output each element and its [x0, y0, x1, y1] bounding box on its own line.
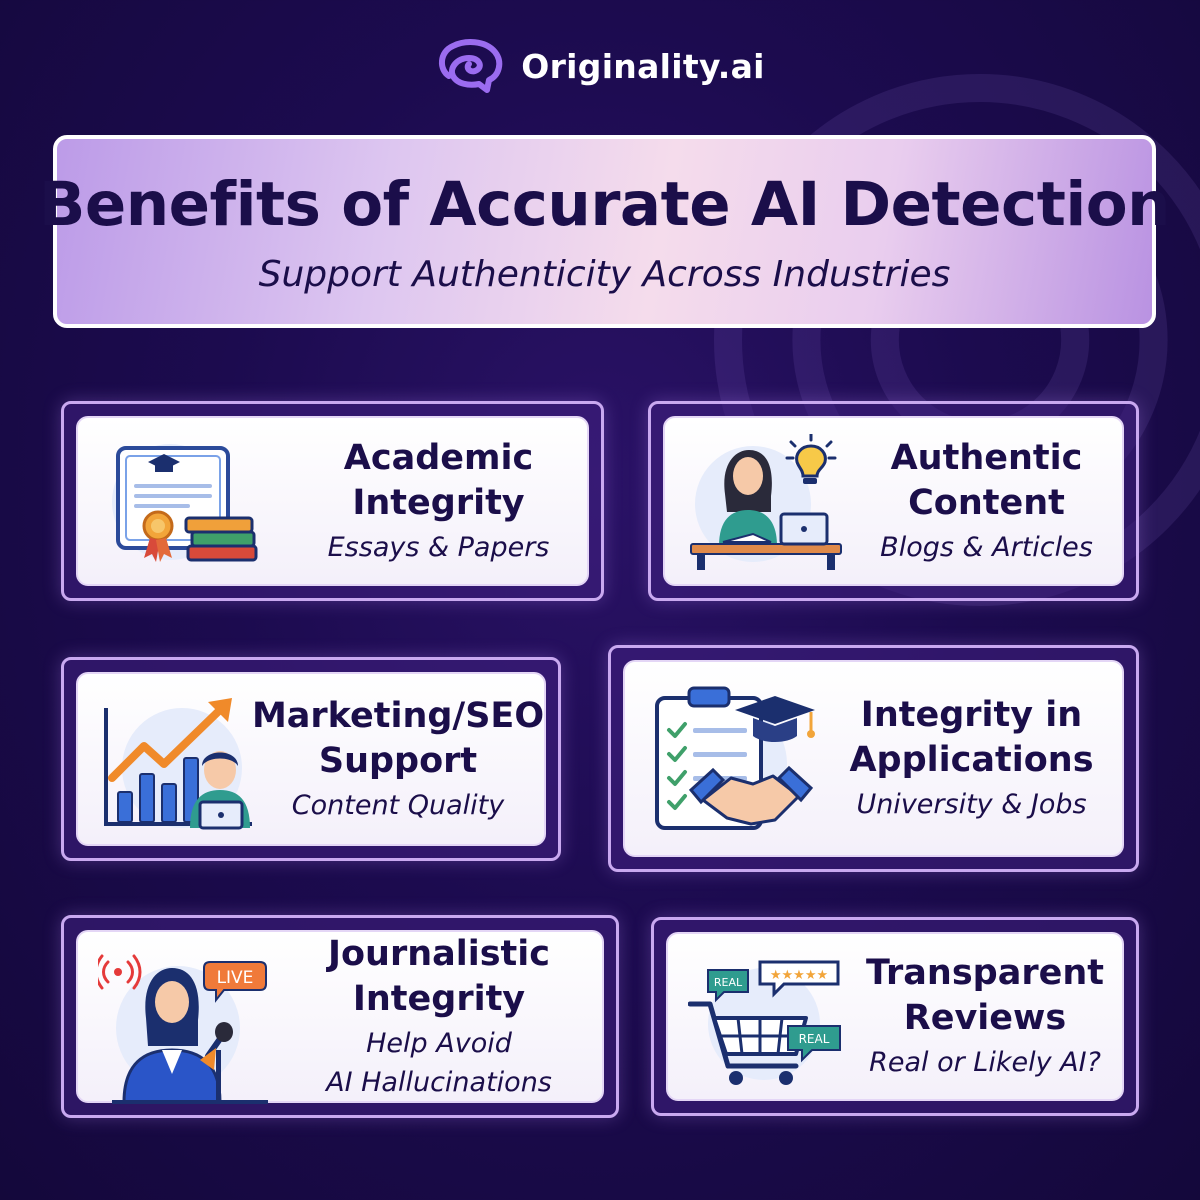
cart-reviews-icon: REAL ★★★★★ REAL — [688, 960, 841, 1085]
clipboard-handshake-icon — [655, 686, 815, 830]
card-text: Marketing/SEO Support Content Quality — [252, 674, 544, 844]
card-text: Journalistic Integrity Help Avoid AI Hal… — [290, 932, 588, 1101]
card-panel: Authentic Content Blogs & Articles — [663, 416, 1124, 586]
card-subtitle: Content Quality — [291, 789, 505, 821]
card-marketing-seo-support: Marketing/SEO Support Content Quality — [61, 657, 561, 861]
card-panel: Academic Integrity Essays & Papers — [76, 416, 589, 586]
card-subtitle: University & Jobs — [856, 789, 1087, 820]
card-title: Marketing/SEO Support — [251, 695, 545, 781]
diploma-books-icon — [112, 444, 258, 562]
card-panel: Integrity in Applications University & J… — [623, 660, 1124, 857]
card-text: Authentic Content Blogs & Articles — [861, 418, 1112, 584]
growth-chart-icon — [104, 698, 252, 830]
card-panel: REAL ★★★★★ REAL Transparent Reviews Real… — [666, 932, 1124, 1101]
news-reporter-icon: LIVE — [98, 954, 268, 1104]
card-subtitle: Essays & Papers — [327, 531, 550, 563]
card-subtitle: Real or Likely AI? — [869, 1047, 1101, 1078]
card-journalistic-integrity: LIVE Journalistic Integrity Help Avoid A… — [61, 915, 619, 1118]
card-title: Transparent Reviews — [866, 953, 1104, 1038]
card-title: Authentic Content — [890, 437, 1083, 523]
banner-title: Benefits of Accurate AI Detection — [38, 168, 1171, 240]
card-text: Integrity in Applications University & J… — [829, 662, 1114, 855]
card-subtitle: Blogs & Articles — [880, 531, 1093, 563]
card-integrity-in-applications: Integrity in Applications University & J… — [608, 645, 1139, 872]
card-academic-integrity: Academic Integrity Essays & Papers — [61, 401, 604, 601]
banner-subtitle: Support Authenticity Across Industries — [258, 253, 951, 295]
card-title: Academic Integrity — [343, 437, 534, 523]
writer-laptop-icon — [690, 434, 842, 570]
star-rating: ★★★★★ — [770, 968, 828, 983]
real-badge-top: REAL — [714, 976, 743, 989]
card-text: Academic Integrity Essays & Papers — [300, 418, 577, 584]
brand-header: Originality.ai — [0, 36, 1200, 96]
live-badge-text: LIVE — [217, 968, 254, 988]
card-panel: Marketing/SEO Support Content Quality — [76, 672, 546, 846]
card-panel: LIVE Journalistic Integrity Help Avoid A… — [76, 930, 604, 1104]
title-banner: Benefits of Accurate AI Detection Suppor… — [39, 135, 1171, 328]
real-badge-bottom: REAL — [799, 1032, 830, 1046]
card-transparent-reviews: REAL ★★★★★ REAL Transparent Reviews Real… — [651, 917, 1139, 1116]
card-text: Transparent Reviews Real or Likely AI? — [858, 934, 1112, 1099]
card-title: Journalistic Integrity — [327, 933, 551, 1019]
brand-name: Originality.ai — [521, 46, 765, 86]
card-subtitle: Help Avoid AI Hallucinations — [326, 1027, 552, 1098]
card-title: Integrity in Applications — [849, 695, 1094, 780]
card-authentic-content: Authentic Content Blogs & Articles — [648, 401, 1139, 601]
brain-swirl-icon — [439, 39, 503, 93]
